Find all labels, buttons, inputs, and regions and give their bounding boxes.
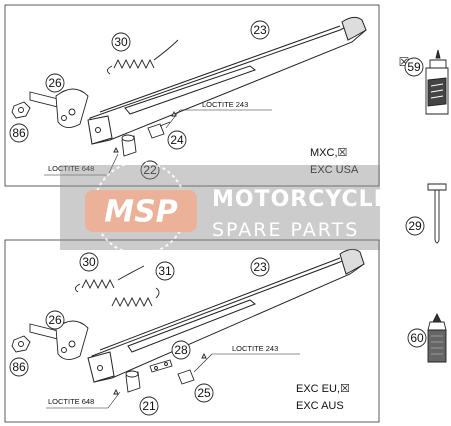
callout-86-top: 86 xyxy=(9,123,29,143)
variant-line-2-bottom: EXC AUS xyxy=(296,400,344,412)
bracket-bottom xyxy=(149,359,173,373)
side-stand-top xyxy=(87,16,367,145)
nut-top xyxy=(11,101,31,119)
spring-31-bottom xyxy=(111,287,160,308)
svg-text:22: 22 xyxy=(143,163,157,177)
callout-22-top: 22 xyxy=(140,160,160,180)
top-panel: LOCTITE 243 LOCTITE 648 MXC,☒ EXC USA 30… xyxy=(9,16,367,180)
svg-text:31: 31 xyxy=(158,264,172,278)
callout-24-top: 24 xyxy=(167,130,187,150)
svg-text:29: 29 xyxy=(408,219,422,233)
side-stand-bottom xyxy=(87,248,365,383)
bushing-top xyxy=(113,134,137,157)
callout-31-bottom: 31 xyxy=(155,261,175,281)
svg-text:60: 60 xyxy=(410,331,424,345)
bottom-panel-frame xyxy=(4,239,380,423)
callout-26-top: 26 xyxy=(45,73,65,93)
callout-23-bottom: 23 xyxy=(250,257,270,277)
side-part-29: 29 xyxy=(405,183,447,244)
variant-line-1-top: MXC,☒ xyxy=(310,147,347,159)
callout-21-bottom: 21 xyxy=(139,396,159,416)
svg-text:24: 24 xyxy=(170,133,184,147)
svg-text:30: 30 xyxy=(114,35,128,49)
loctite-243-label-top: LOCTITE 243 xyxy=(202,100,248,109)
pivot-bolt-top xyxy=(29,88,89,128)
pivot-bolt-bottom xyxy=(29,320,89,360)
side-part-60: 60 xyxy=(407,312,447,363)
bushing-bottom xyxy=(113,370,141,395)
callout-30-bottom: 30 xyxy=(79,252,99,272)
callout-28-bottom: 28 xyxy=(171,340,191,360)
nut-bottom xyxy=(11,335,31,353)
variant-line-2-top: EXC USA xyxy=(310,164,359,176)
svg-text:59: 59 xyxy=(407,60,421,74)
svg-text:21: 21 xyxy=(142,399,156,413)
grease-bottle-icon xyxy=(427,312,447,363)
svg-text:30: 30 xyxy=(82,255,96,269)
callout-23-top: 23 xyxy=(250,20,270,40)
watermark-line1: MOTORCYCLE xyxy=(212,187,390,212)
svg-text:86: 86 xyxy=(12,360,26,374)
watermark-line2: SPARE PARTS xyxy=(212,219,359,241)
callout-30-top: 30 xyxy=(111,32,131,52)
top-panel-frame xyxy=(4,4,380,187)
svg-text:MSP: MSP xyxy=(104,195,177,230)
side-part-59: ☒ 59 xyxy=(399,49,449,115)
callout-86-bottom: 86 xyxy=(9,357,29,377)
msp-logo: MSP xyxy=(85,161,197,255)
watermark: MSP MOTORCYCLE SPARE PARTS xyxy=(60,161,390,255)
svg-text:23: 23 xyxy=(253,23,267,37)
svg-text:25: 25 xyxy=(197,386,211,400)
prefix-glyph-59: ☒ xyxy=(399,55,410,69)
bottom-panel: LOCTITE 243 LOCTITE 648 EXC EU,☒ EXC AUS… xyxy=(9,248,365,416)
loctite-648-label-bottom: LOCTITE 648 xyxy=(48,397,94,406)
spring-top xyxy=(107,39,179,75)
callout-25-bottom: 25 xyxy=(194,383,214,403)
loctite-648-label-top: LOCTITE 648 xyxy=(48,164,94,173)
variant-line-1-bottom: EXC EU,☒ xyxy=(296,383,350,395)
bolt-top xyxy=(147,110,177,139)
svg-text:26: 26 xyxy=(48,76,62,90)
svg-text:28: 28 xyxy=(174,343,188,357)
svg-text:86: 86 xyxy=(12,126,26,140)
loctite-bottle-icon xyxy=(425,49,449,115)
spring-30-bottom xyxy=(75,265,145,293)
bolt-bottom xyxy=(177,352,207,385)
callout-26-bottom: 26 xyxy=(45,310,65,330)
svg-text:23: 23 xyxy=(253,260,267,274)
svg-text:26: 26 xyxy=(48,313,62,327)
loctite-243-label-bottom: LOCTITE 243 xyxy=(232,344,278,353)
spring-hook-tool-icon xyxy=(427,183,447,244)
